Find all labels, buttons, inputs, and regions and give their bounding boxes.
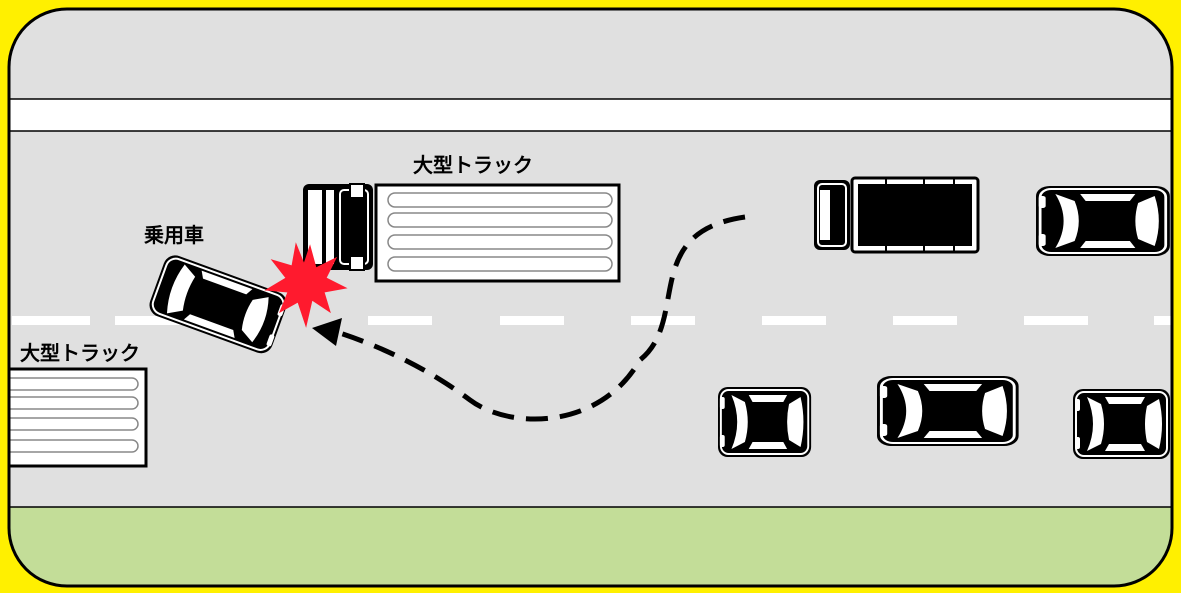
label-passenger-car: 乗用車 <box>144 223 204 247</box>
car-top-right <box>1034 184 1172 258</box>
box-truck-right <box>812 176 980 254</box>
truck-left <box>9 367 148 468</box>
car-bottom-3 <box>1072 388 1171 460</box>
trajectory-arrowhead <box>312 318 342 346</box>
label-truck-left: 大型トラック <box>20 341 140 365</box>
label-truck-top: 大型トラック <box>413 153 533 177</box>
trajectory-arrow-icon <box>329 214 746 422</box>
truck-top <box>303 183 621 283</box>
collision-burst-icon <box>264 242 348 328</box>
car-bottom-1 <box>717 386 813 458</box>
car-bottom-2 <box>875 374 1021 448</box>
